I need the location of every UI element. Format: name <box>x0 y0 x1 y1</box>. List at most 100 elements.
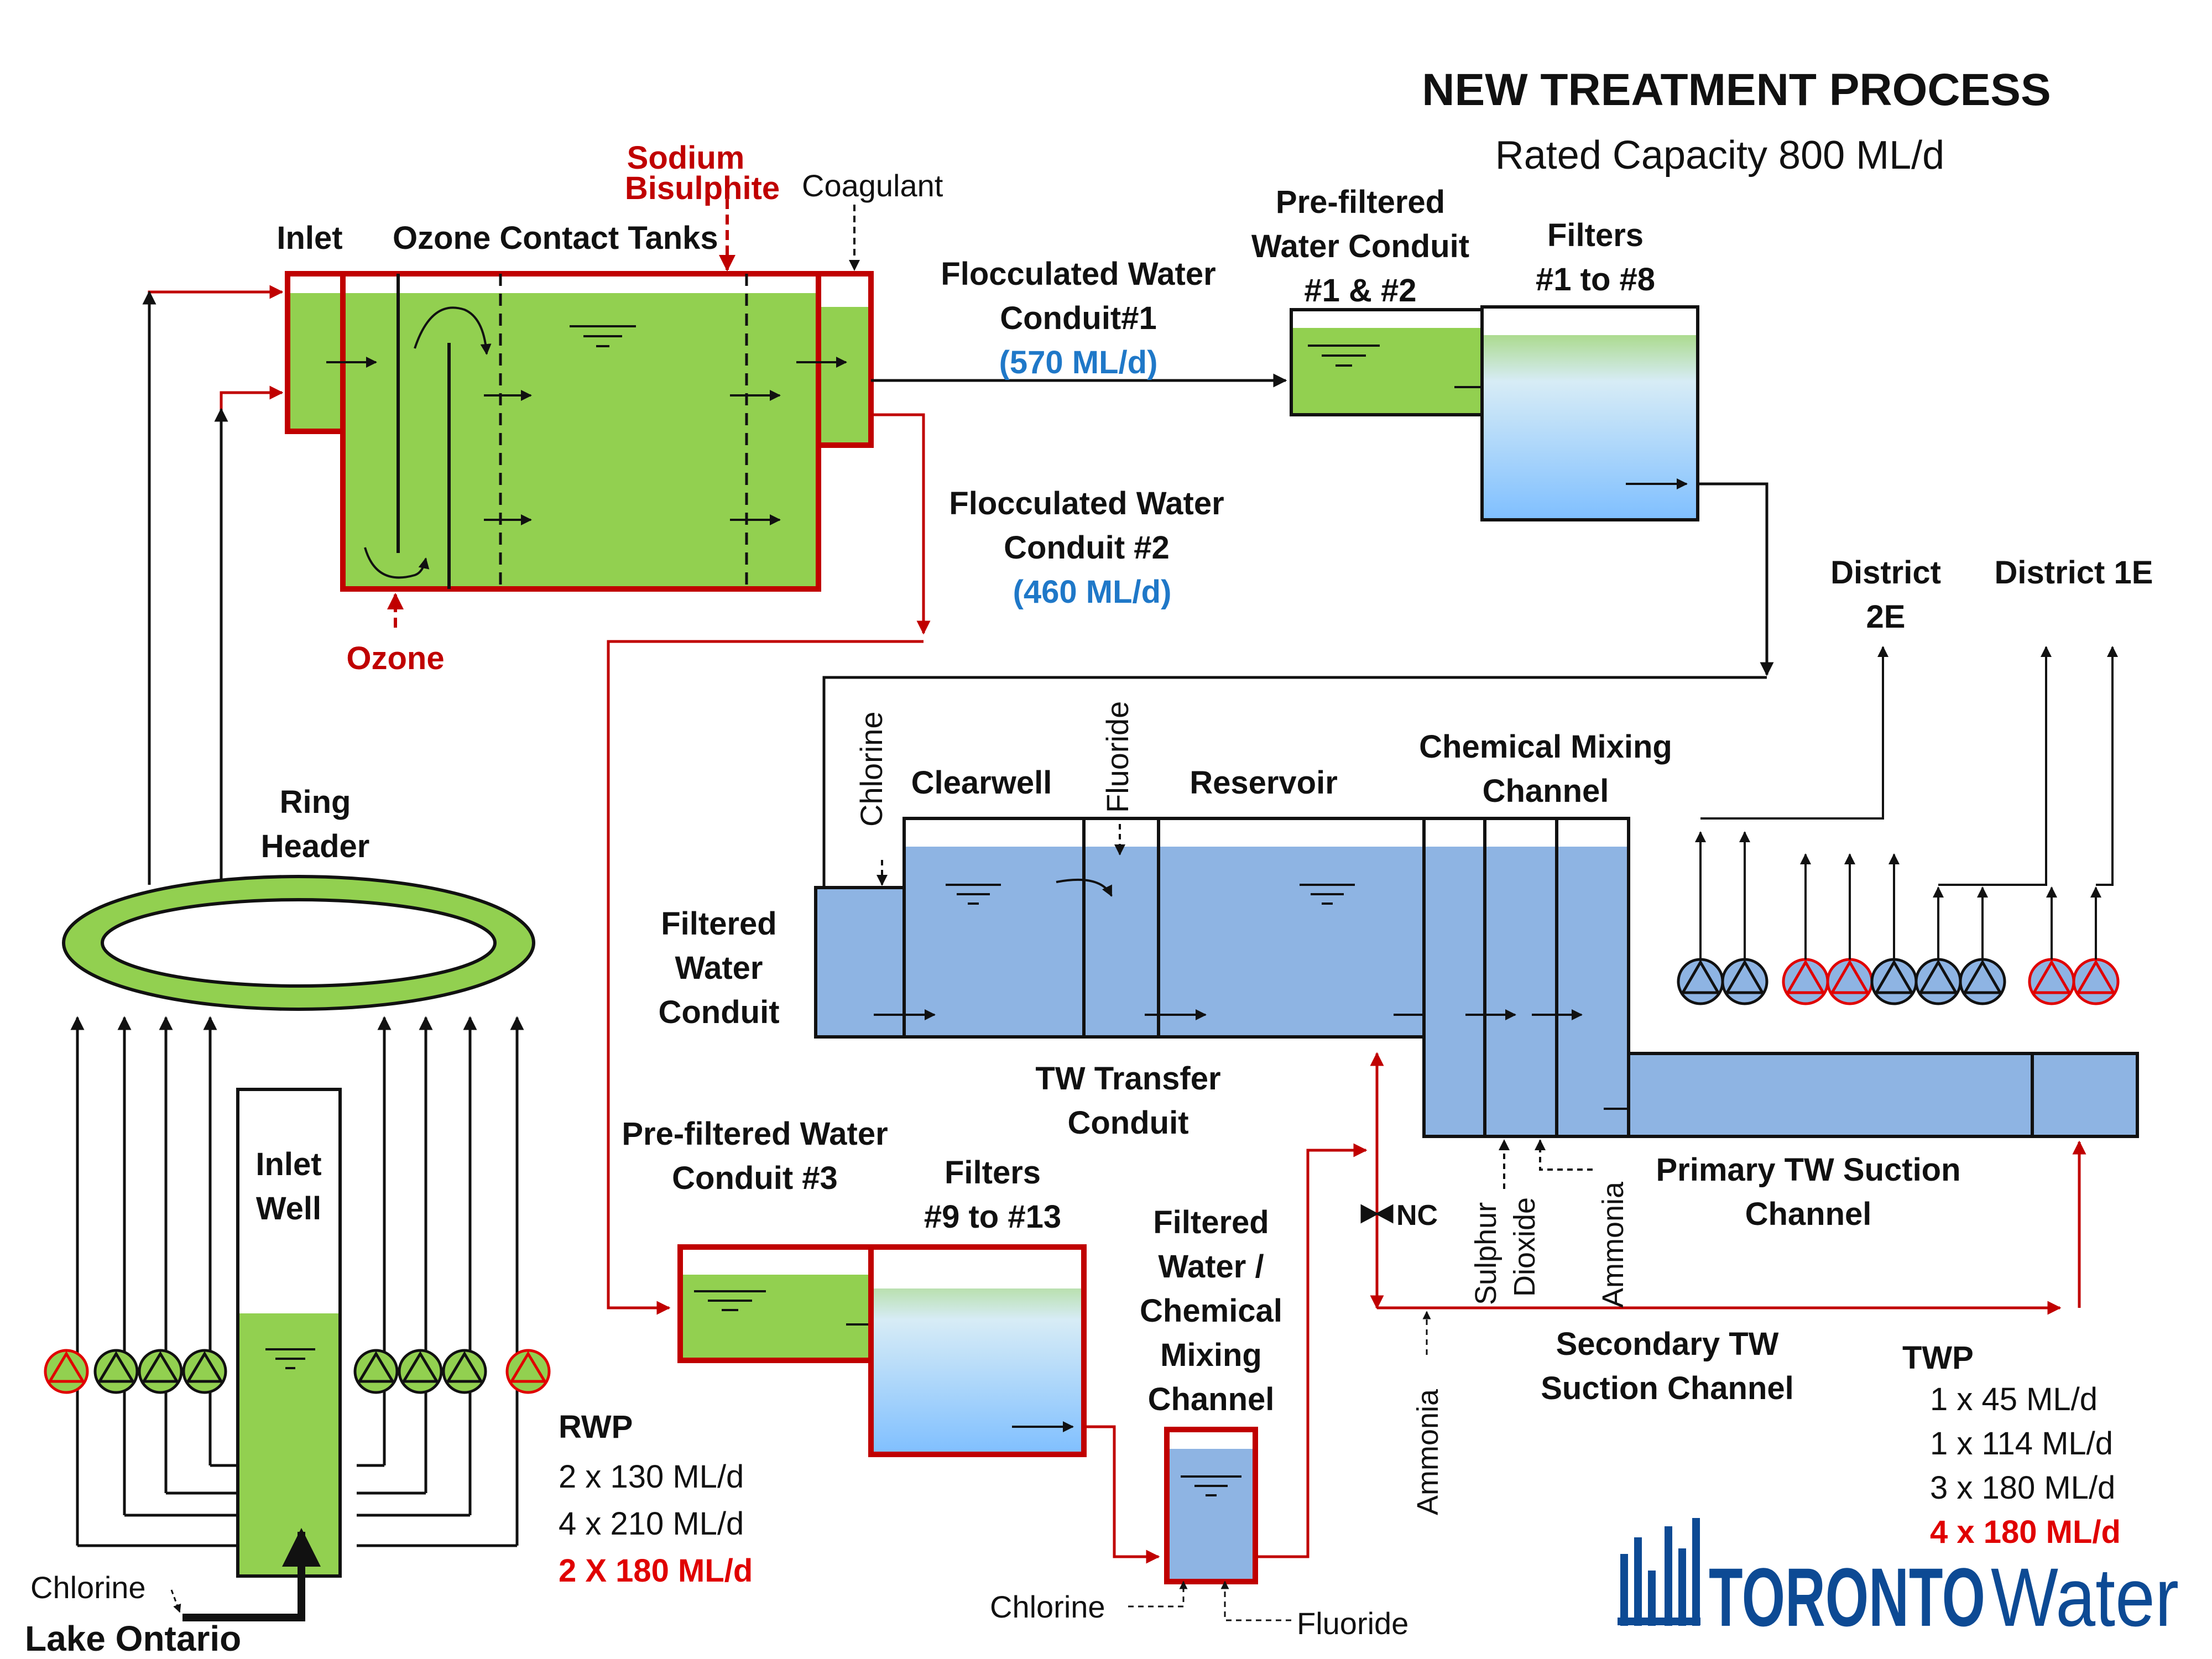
ring-header-line1: Ring <box>280 784 351 820</box>
flocculated-water-conduit-2-route <box>607 640 924 1315</box>
filters913-line2: #9 to #13 <box>924 1199 1061 1235</box>
filters-1-to-8 <box>1480 305 1699 521</box>
pf3-line1: Pre-filtered Water <box>622 1116 888 1152</box>
fwc1-rate: (570 ML/d) <box>999 345 1158 380</box>
pump-icon <box>1721 958 1768 1005</box>
pump-icon <box>1677 958 1724 1005</box>
inlet-box <box>285 271 346 434</box>
filters18-line2: #1 to #8 <box>1536 262 1655 298</box>
pf12-line1: Pre-filtered <box>1276 184 1445 220</box>
fwcm-line5: Channel <box>1148 1381 1275 1417</box>
clearwell-reservoir <box>874 817 1455 1039</box>
fwc1-line2: Conduit#1 <box>1000 300 1157 336</box>
fwc1-line1: Flocculated Water <box>941 256 1215 292</box>
stw-line2: Suction Channel <box>1541 1370 1794 1406</box>
inlet-well <box>236 1088 342 1578</box>
reservoir-label: Reservoir <box>1190 765 1338 801</box>
ring-header-line2: Header <box>261 828 370 864</box>
twp-item: 1 x 45 ML/d <box>1930 1381 2098 1417</box>
pump-icon <box>182 1349 227 1394</box>
page-title: NEW TREATMENT PROCESS <box>1422 65 2051 115</box>
fwcm-line2: Water / <box>1158 1249 1264 1285</box>
ammonia-secondary-label: Ammonia <box>1411 1389 1444 1515</box>
tank-headspace <box>346 276 816 293</box>
twp-new-item: 4 x 180 ML/d <box>1930 1514 2121 1550</box>
sulphur-label: Sulphur <box>1469 1202 1503 1305</box>
fwcm-line3: Chemical <box>1140 1293 1282 1329</box>
twt-line1: TW Transfer <box>1035 1061 1220 1097</box>
ozone-contact-tanks-label: Ozone Contact Tanks <box>393 220 718 256</box>
fwc-line1: Filtered <box>661 906 777 942</box>
fwc-line2: Water <box>675 950 763 986</box>
twp-item: 1 x 114 ML/d <box>1930 1426 2113 1462</box>
filtered-water-conduit <box>814 886 906 1039</box>
twp-title: TWP <box>1902 1340 1974 1376</box>
flow-arrow <box>364 547 430 579</box>
filtered-water-pipe <box>1698 482 1774 676</box>
chemical-mixing-channel <box>1422 817 1655 1138</box>
filters-9-to-13 <box>868 1244 1087 1457</box>
district-2e-line1: District <box>1830 555 1941 591</box>
chlorine-bottom-feed <box>1128 1580 1188 1608</box>
inlet-well-line2: Well <box>256 1191 321 1227</box>
pre-filtered-conduit-1-2 <box>1290 308 1516 416</box>
ring-to-inlet-pipe <box>220 385 284 890</box>
new-pump-icon <box>44 1349 89 1394</box>
ammonia-vertical-label: Ammonia <box>1597 1181 1630 1308</box>
flow-arrow <box>414 306 492 355</box>
sodium-label: Sodium <box>627 140 745 176</box>
water-level-icon <box>570 325 636 347</box>
lake-intake-pipe <box>182 1528 321 1621</box>
rated-capacity: Rated Capacity 800 ML/d <box>1495 133 1944 178</box>
rwp-item: 2 x 130 ML/d <box>559 1459 744 1495</box>
pump-icon <box>138 1349 183 1394</box>
fwc2-line2: Conduit #2 <box>1004 530 1170 566</box>
water-level-icon <box>946 884 1001 905</box>
rwp-item: 4 x 210 ML/d <box>559 1506 744 1542</box>
logo-word-toronto: TORONTO <box>1709 1551 1985 1644</box>
cmc-line1: Chemical Mixing <box>1419 729 1672 765</box>
pump-icon <box>93 1349 139 1394</box>
pf12-line3: #1 & #2 <box>1304 273 1416 309</box>
ring-header <box>62 875 535 1011</box>
dioxide-label: Dioxide <box>1508 1197 1541 1297</box>
filters18-line1: Filters <box>1547 217 1644 253</box>
twt-line2: Conduit <box>1067 1105 1188 1141</box>
district-1e-label: District 1E <box>1995 555 2153 591</box>
chlorine-lake-label: Chlorine <box>30 1570 146 1605</box>
pf12-line2: Water Conduit <box>1251 228 1469 264</box>
pump-icon <box>442 1349 487 1394</box>
lake-chlorine-feed <box>170 1589 181 1613</box>
skyline-icon <box>1618 1518 1700 1626</box>
inlet-headspace <box>290 276 340 293</box>
ozone-contact-tanks <box>142 271 874 890</box>
new-channel-outlet <box>1255 1143 1368 1558</box>
cmc-line2: Channel <box>1483 773 1609 809</box>
pump-icon <box>1870 958 1918 1005</box>
clearwell-label: Clearwell <box>911 765 1052 801</box>
filtered-water-chemical-mixing-channel <box>1164 1427 1258 1584</box>
new-pump-icon <box>505 1349 551 1394</box>
chlorine-bottom-label: Chlorine <box>990 1589 1105 1624</box>
fluoride-vertical-label: Fluoride <box>1100 701 1135 813</box>
pump-icon <box>398 1349 443 1394</box>
twp-item: 3 x 180 ML/d <box>1930 1470 2115 1506</box>
filtered-water-pipe-new <box>1084 1425 1160 1564</box>
nc-label: NC <box>1396 1199 1438 1232</box>
district-2e-line2: 2E <box>1866 599 1906 635</box>
new-pump-icon <box>2028 958 2075 1005</box>
fwcm-line4: Mixing <box>1160 1337 1262 1373</box>
water-level-icon <box>1300 884 1355 905</box>
pre-filtered-conduit-3 <box>677 1244 900 1363</box>
fwc-line3: Conduit <box>658 994 779 1030</box>
flocculated-water-conduit-2 <box>871 413 931 635</box>
primary-tw-suction-channel <box>1627 1052 2139 1138</box>
new-pump-icon <box>1782 958 1829 1005</box>
toronto-water-logo <box>1618 1518 1700 1626</box>
chlorine-vertical-label: Chlorine <box>854 711 889 827</box>
pf3-line2: Conduit #3 <box>672 1160 838 1196</box>
ammonia-feed <box>1535 1139 1593 1171</box>
raw-water-pumps <box>44 1349 551 1394</box>
outlet-headspace <box>821 276 868 307</box>
